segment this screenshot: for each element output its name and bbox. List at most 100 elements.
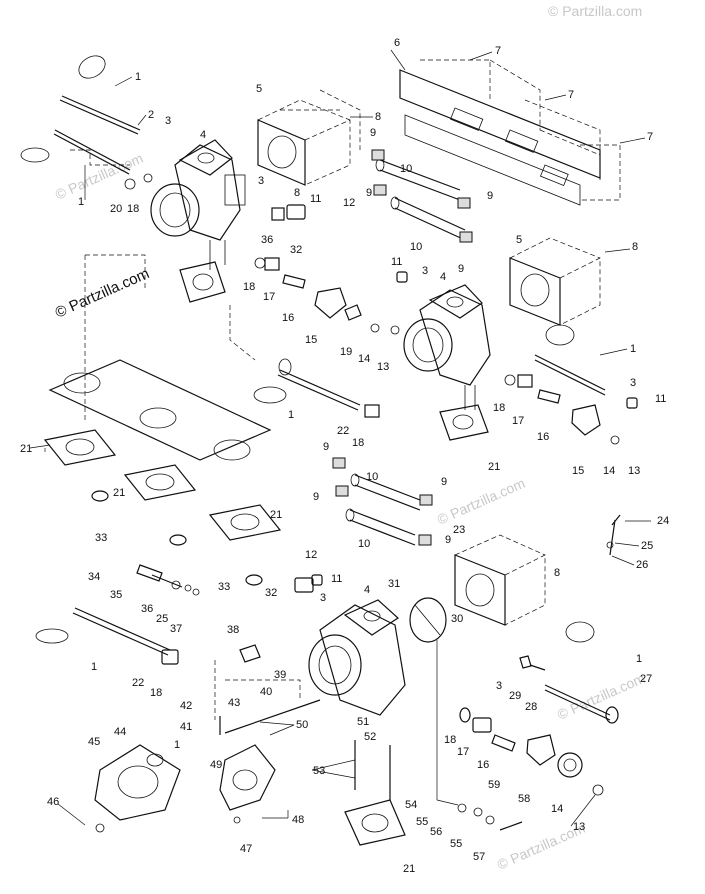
- callout-labels: 1 2 3 4 5 6 7 7 7 8 1 20 18 3 8 9 9 10 1…: [20, 37, 669, 875]
- callout-label: 8: [554, 567, 560, 579]
- callout-label: 31: [388, 578, 400, 590]
- air-intake-cover: [94, 660, 321, 833]
- callout-label: 17: [263, 291, 275, 303]
- callout-label: 9: [323, 441, 329, 453]
- callout-label: 47: [240, 843, 252, 855]
- callout-label: 11: [331, 573, 342, 585]
- callout-label: 22: [337, 425, 349, 437]
- watermark-center-right: © Partzilla.com: [435, 475, 528, 528]
- callout-label: 8: [294, 187, 300, 199]
- callout-label: 3: [320, 592, 326, 604]
- callout-label: 13: [628, 465, 640, 477]
- callout-label: 55: [450, 838, 462, 850]
- callout-label: 42: [180, 700, 192, 712]
- callout-label: 18: [493, 402, 505, 414]
- callout-label: 21: [403, 863, 415, 875]
- callout-label: 7: [495, 45, 501, 57]
- callout-label: 18: [150, 687, 162, 699]
- callout-label: 9: [487, 190, 493, 202]
- lower-right-parts: [457, 707, 604, 831]
- callout-label: 3: [630, 377, 636, 389]
- callout-label: 30: [451, 613, 463, 625]
- callout-label: 3: [258, 175, 264, 187]
- callout-label: 14: [603, 465, 615, 477]
- callout-label: 11: [310, 193, 321, 205]
- callout-label: 36: [261, 234, 273, 246]
- callout-label: 37: [170, 623, 182, 635]
- callout-label: 23: [453, 524, 465, 536]
- callout-label: 11: [655, 393, 666, 405]
- callout-label: 21: [270, 509, 282, 521]
- callout-label: 8: [375, 111, 381, 123]
- callout-label: 34: [88, 571, 100, 583]
- watermark-left: © Partzilla.com: [53, 265, 152, 322]
- callout-label: 43: [228, 697, 240, 709]
- callout-label: 18: [127, 203, 139, 215]
- callout-label: 15: [572, 465, 584, 477]
- callout-label: 4: [440, 271, 446, 283]
- callout-label: 12: [343, 197, 355, 209]
- callout-label: 32: [290, 244, 302, 256]
- leader-lines: [29, 49, 651, 827]
- callout-label: 17: [457, 746, 469, 758]
- callout-label: 10: [366, 471, 378, 483]
- callout-label: 1: [78, 196, 84, 208]
- callout-label: 16: [477, 759, 489, 771]
- callout-label: 7: [647, 131, 653, 143]
- callout-label: 35: [110, 589, 122, 601]
- callout-label: 59: [488, 779, 500, 791]
- callout-label: 14: [551, 803, 563, 815]
- callout-label: 9: [441, 476, 447, 488]
- throttle-shaft-lower-right: [519, 514, 621, 724]
- callout-label: 20: [110, 203, 122, 215]
- callout-label: 7: [568, 89, 574, 101]
- balance-rods-lower: [332, 457, 433, 546]
- callout-label: 10: [410, 241, 422, 253]
- callout-label: 1: [91, 661, 97, 673]
- callout-label: 4: [364, 584, 370, 596]
- callout-label: 1: [174, 739, 180, 751]
- callout-label: 21: [20, 443, 32, 455]
- callout-label: 3: [165, 115, 171, 127]
- callout-label: 46: [47, 796, 59, 808]
- callout-label: 19: [340, 346, 352, 358]
- balance-rods-upper: [371, 149, 473, 243]
- callout-label: 3: [422, 265, 428, 277]
- callout-label: 5: [516, 234, 522, 246]
- idle-parts-upper: [254, 204, 408, 335]
- throttle-shaft-mid: [253, 358, 380, 418]
- callout-label: 1: [135, 71, 141, 83]
- callout-label: 38: [227, 624, 239, 636]
- callout-label: 33: [95, 532, 107, 544]
- callout-label: 29: [509, 690, 521, 702]
- callout-label: 54: [405, 799, 417, 811]
- callout-label: 25: [156, 613, 168, 625]
- callout-label: 1: [636, 653, 642, 665]
- callout-label: 10: [358, 538, 370, 550]
- callout-label: 5: [256, 83, 262, 95]
- carburetor-upper-left: [150, 139, 246, 303]
- flange-plate-upper-left: [257, 99, 351, 186]
- callout-label: 17: [512, 415, 524, 427]
- callout-label: 26: [636, 559, 648, 571]
- throttle-shaft-upper: [20, 55, 153, 190]
- callout-label: 9: [445, 534, 451, 546]
- callout-label: 55: [416, 816, 428, 828]
- callout-label: 39: [274, 669, 286, 681]
- callout-label: 8: [632, 241, 638, 253]
- callout-label: 28: [525, 701, 537, 713]
- callout-label: 13: [377, 361, 389, 373]
- callout-label: 40: [260, 686, 272, 698]
- callout-label: 33: [218, 581, 230, 593]
- callout-label: 3: [496, 680, 502, 692]
- callout-label: 1: [288, 409, 294, 421]
- callout-label: 6: [394, 37, 400, 49]
- callout-label: 9: [370, 127, 376, 139]
- callout-label: 45: [88, 736, 100, 748]
- lower-left-parts: [35, 564, 323, 665]
- callout-label: 22: [132, 677, 144, 689]
- callout-label: 58: [518, 793, 530, 805]
- callout-label: 4: [200, 129, 206, 141]
- callout-label: 16: [537, 431, 549, 443]
- callout-label: 9: [458, 263, 464, 275]
